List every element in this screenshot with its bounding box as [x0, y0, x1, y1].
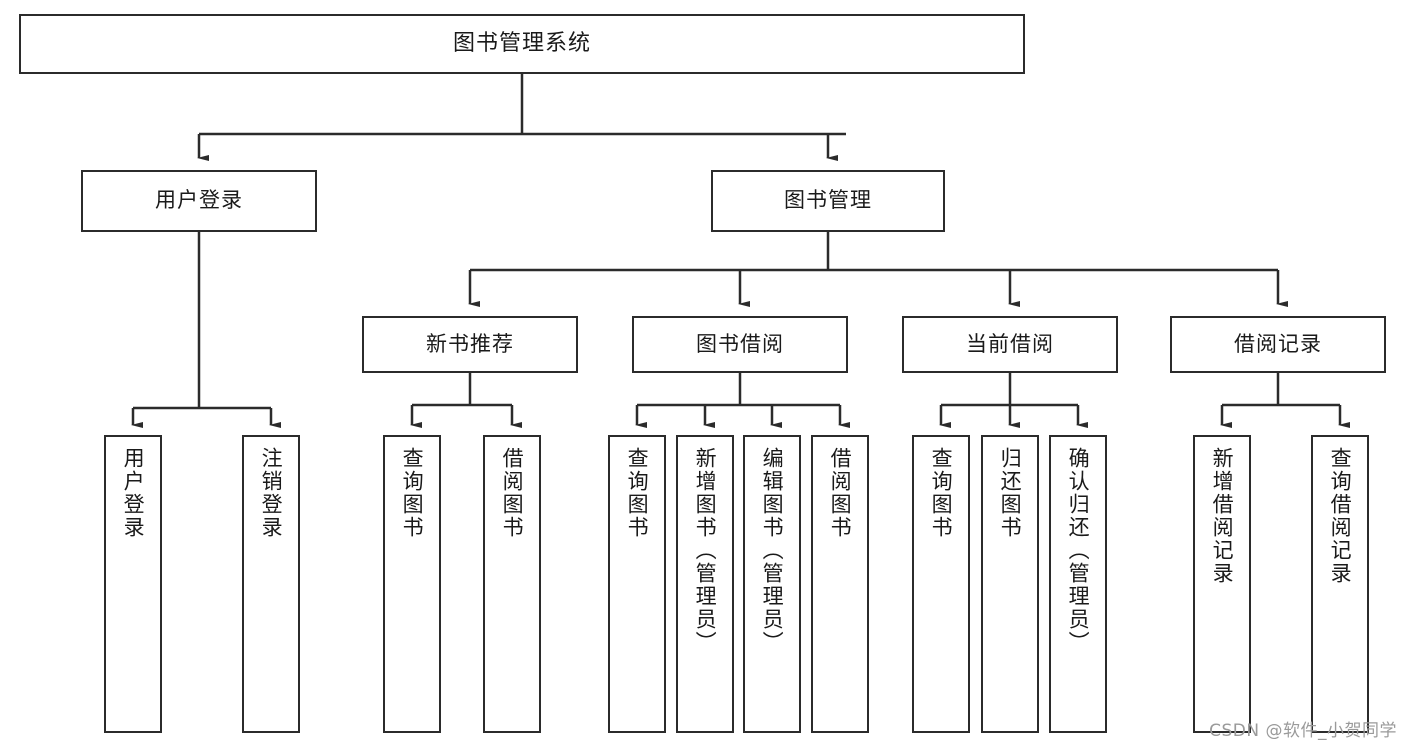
node-book-management-system[interactable]: 图书管理系统 — [19, 14, 1025, 74]
node-label: 图书管理 — [784, 188, 872, 213]
node-label: 借阅图书 — [500, 447, 525, 539]
node-label: 用户登录 — [121, 447, 146, 539]
leaf-logout-login[interactable]: 注销登录 — [242, 435, 300, 733]
leaf-query-book-current[interactable]: 查询图书 — [912, 435, 970, 733]
node-user-login[interactable]: 用户登录 — [81, 170, 317, 232]
node-label: 新增图书（管理员） — [693, 447, 718, 654]
node-label: 用户登录 — [155, 188, 243, 213]
csdn-watermark: CSDN @软件_小贺同学 — [1209, 721, 1397, 741]
node-book-borrow[interactable]: 图书借阅 — [632, 316, 848, 373]
leaf-confirm-return-admin[interactable]: 确认归还（管理员） — [1049, 435, 1107, 733]
node-label: 归还图书 — [998, 447, 1023, 539]
leaf-add-book-admin[interactable]: 新增图书（管理员） — [676, 435, 734, 733]
leaf-borrow-book[interactable]: 借阅图书 — [811, 435, 869, 733]
leaf-query-borrow-record[interactable]: 查询借阅记录 — [1311, 435, 1369, 733]
leaf-borrow-book-recommend[interactable]: 借阅图书 — [483, 435, 541, 733]
leaf-add-borrow-record[interactable]: 新增借阅记录 — [1193, 435, 1251, 733]
node-label: 当前借阅 — [966, 331, 1054, 356]
leaf-user-login[interactable]: 用户登录 — [104, 435, 162, 733]
node-label: 借阅记录 — [1234, 331, 1322, 356]
node-label: 查询借阅记录 — [1328, 447, 1353, 585]
leaf-edit-book-admin[interactable]: 编辑图书（管理员） — [743, 435, 801, 733]
node-book-management[interactable]: 图书管理 — [711, 170, 945, 232]
node-borrow-record[interactable]: 借阅记录 — [1170, 316, 1386, 373]
node-label: 查询图书 — [929, 447, 954, 539]
node-label: 编辑图书（管理员） — [760, 447, 785, 654]
node-label: 查询图书 — [625, 447, 650, 539]
node-new-book-recommend[interactable]: 新书推荐 — [362, 316, 578, 373]
node-label: 借阅图书 — [828, 447, 853, 539]
node-label: 查询图书 — [400, 447, 425, 539]
node-label: 新书推荐 — [426, 331, 514, 356]
leaf-query-book-recommend[interactable]: 查询图书 — [383, 435, 441, 733]
leaf-query-book-borrow[interactable]: 查询图书 — [608, 435, 666, 733]
node-label: 注销登录 — [259, 447, 284, 539]
node-current-borrow[interactable]: 当前借阅 — [902, 316, 1118, 373]
node-label: 图书借阅 — [696, 331, 784, 356]
node-label: 图书管理系统 — [452, 30, 591, 56]
leaf-return-book[interactable]: 归还图书 — [981, 435, 1039, 733]
node-label: 确认归还（管理员） — [1066, 447, 1091, 654]
node-label: 新增借阅记录 — [1210, 447, 1235, 585]
